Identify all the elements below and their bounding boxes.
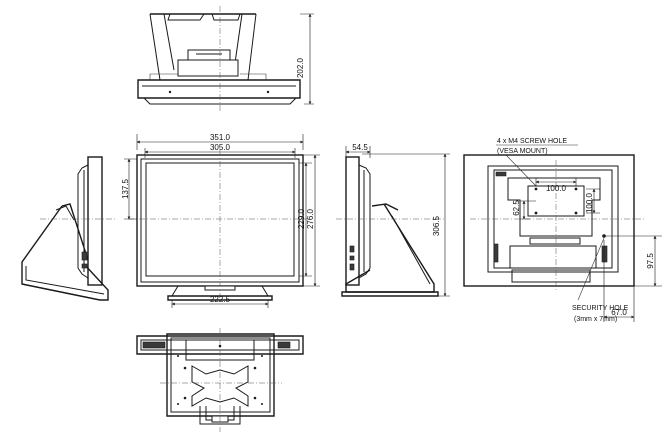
bottom-view	[136, 328, 304, 432]
dim-stand-depth: 202.0	[296, 57, 305, 78]
dim-offset-height: 137.5	[121, 178, 130, 199]
dim-screen-width: 305.0	[210, 143, 231, 152]
security-hole-label-line2: (3mm x 7mm)	[574, 316, 617, 323]
dim-overall-width: 351.0	[210, 133, 231, 142]
right-side-view: 54.5 306.5	[336, 143, 450, 297]
dim-side-depth: 54.5	[352, 143, 368, 152]
security-hole-label-line1: SECURITY HOLE	[572, 305, 629, 312]
dim-hole-height: 97.5	[646, 253, 655, 269]
dim-total-height: 306.5	[432, 215, 441, 236]
left-side-view	[21, 156, 116, 301]
dim-base-width: 222.5	[210, 295, 231, 304]
dim-hole-offset: 67.0	[611, 308, 627, 317]
dim-screen-height: 229.0	[297, 208, 306, 229]
screw-hole-label-line2: (VESA MOUNT)	[497, 148, 548, 155]
dim-frame-height: 276.0	[306, 208, 315, 229]
top-view: 202.0	[137, 6, 314, 112]
screw-hole-label-line1: 4 x M4 SCREW HOLE	[497, 138, 567, 145]
rear-view: 4 x M4 SCREW HOLE (VESA MOUNT) 100.0 100…	[463, 138, 662, 323]
front-view: 351.0 305.0 222.5 137.5 229.0 276.0	[121, 133, 320, 308]
dim-vesa-width: 100.0	[546, 184, 567, 193]
dim-vesa-height: 100.0	[585, 192, 594, 213]
dim-vesa-offset: 62.5	[512, 200, 521, 216]
